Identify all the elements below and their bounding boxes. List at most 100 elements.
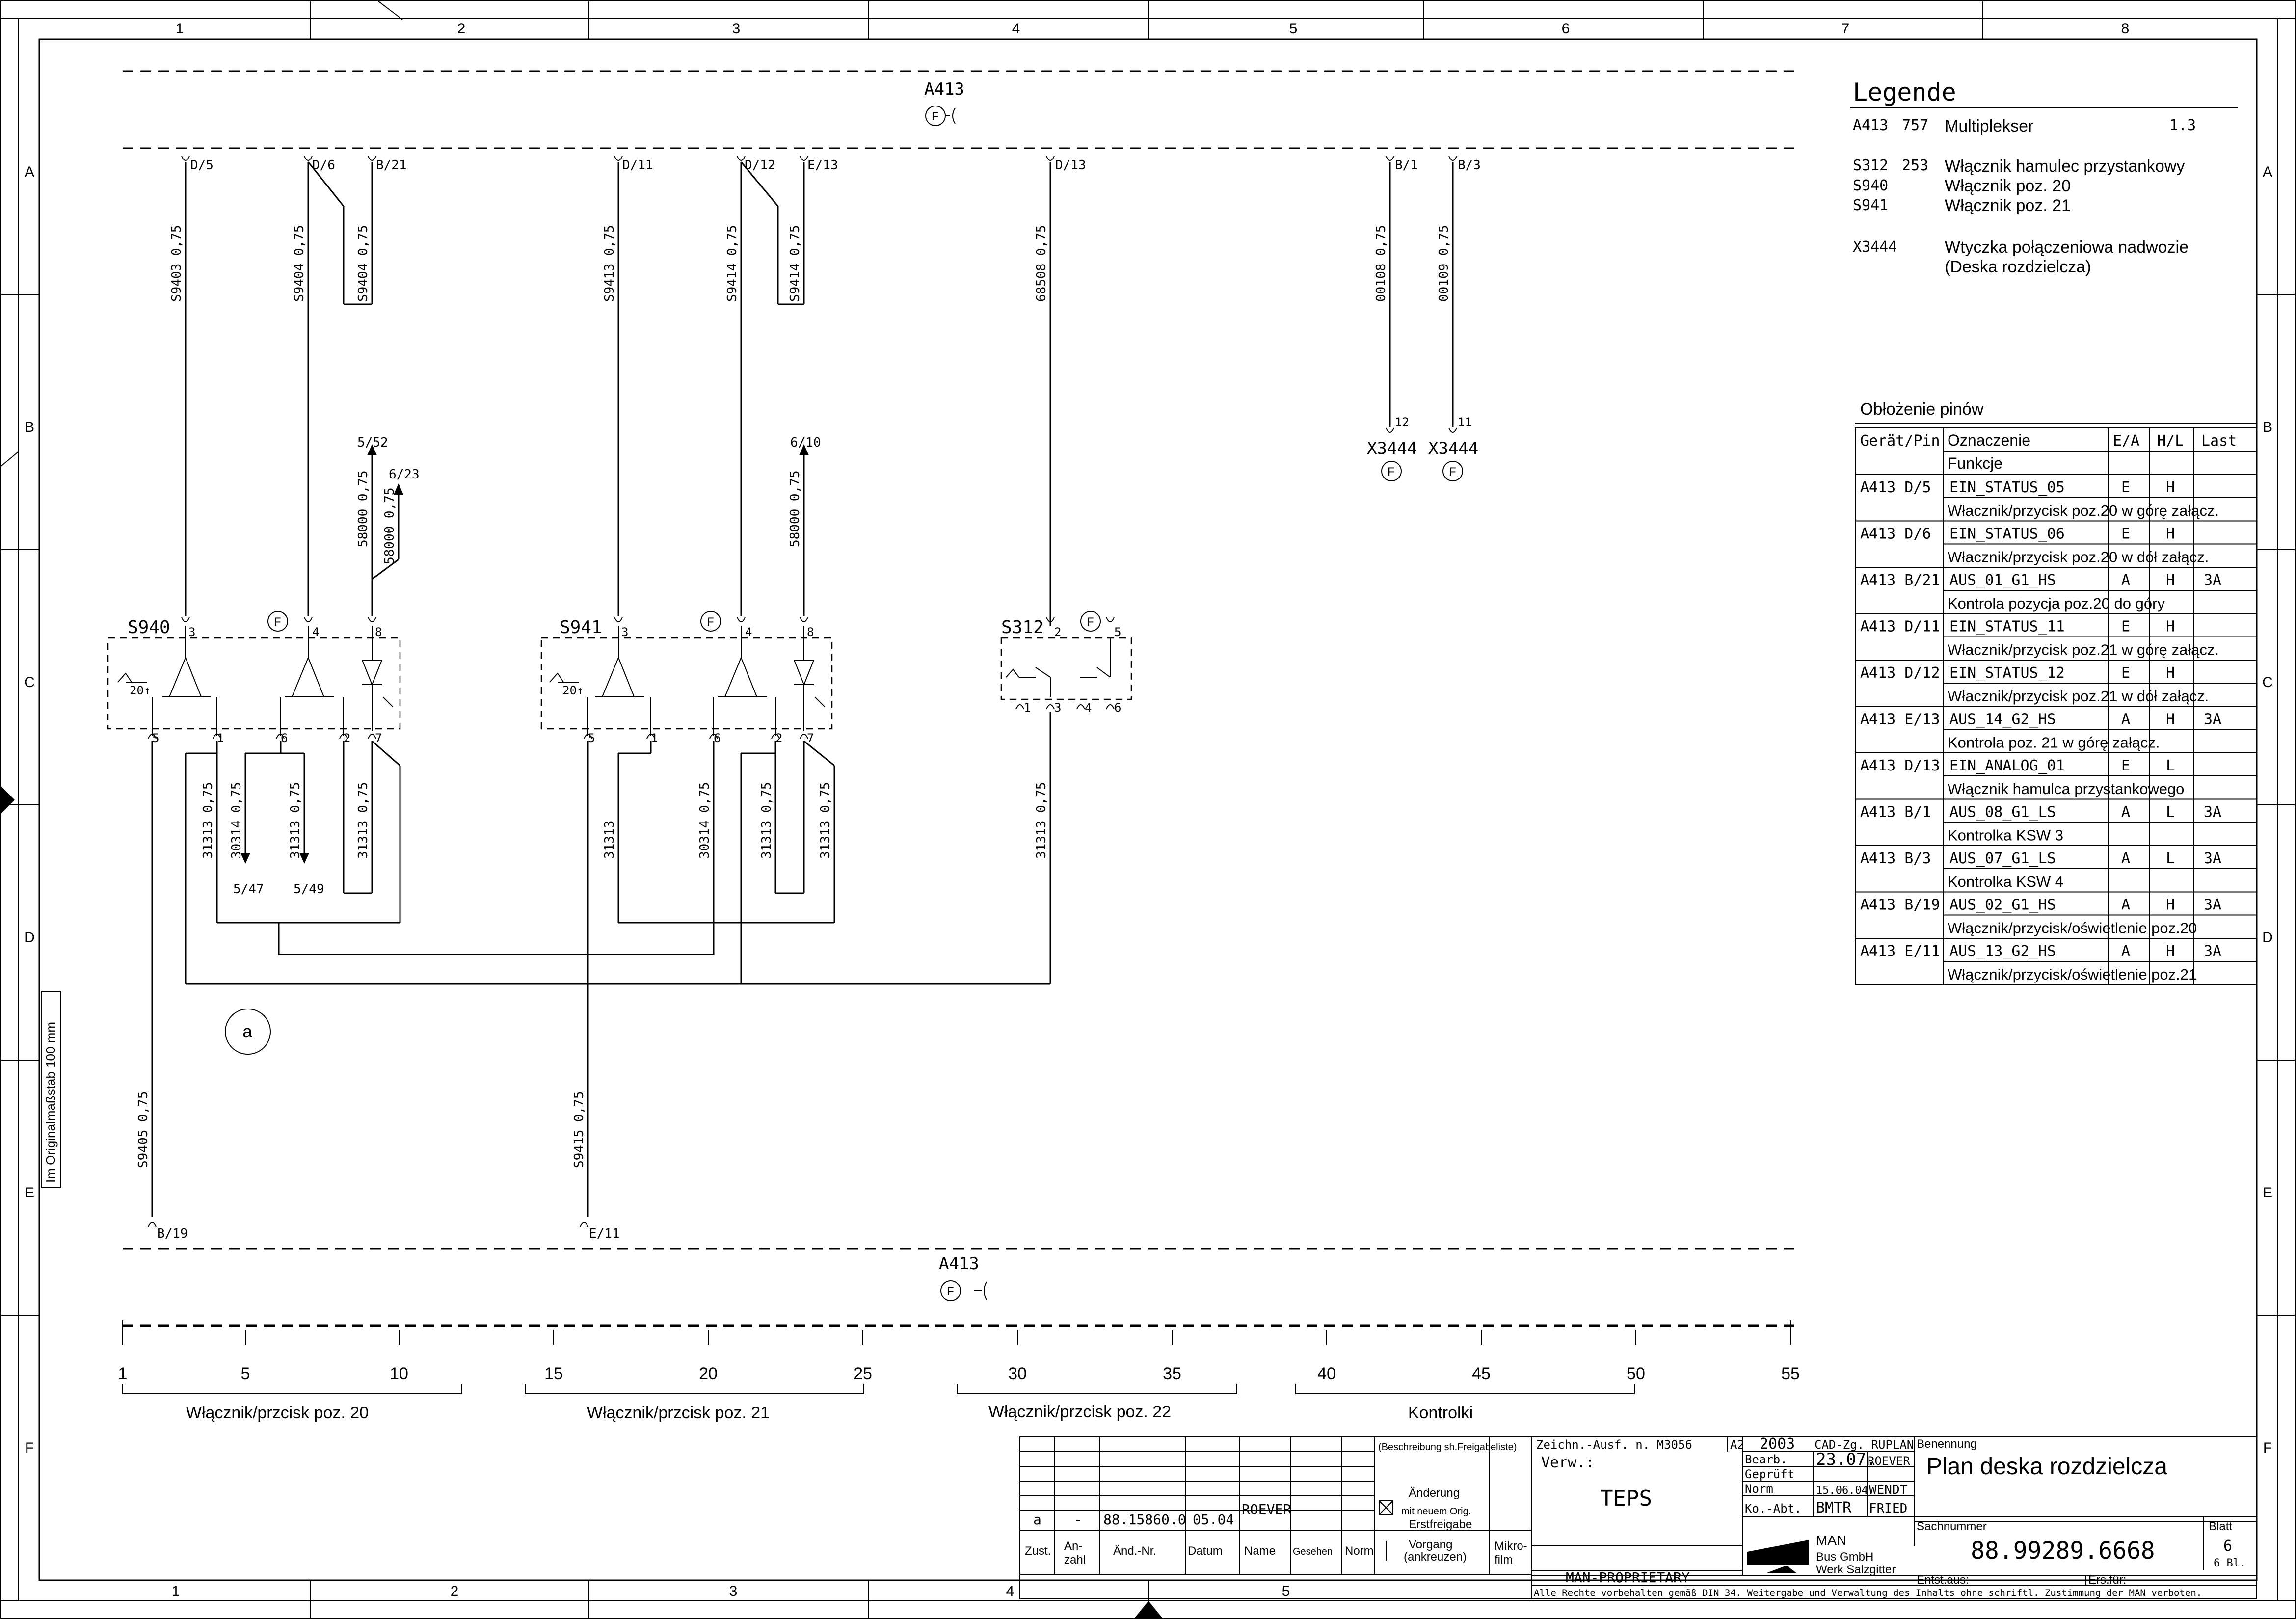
- wire-s9414-b: S9414 0,75: [788, 225, 802, 302]
- pin-b3: B/3: [1458, 158, 1481, 173]
- svg-text:757: 757: [1902, 117, 1928, 134]
- svg-text:55: 55: [1781, 1364, 1800, 1383]
- svg-text:4: 4: [312, 625, 319, 639]
- wire-58000-b: 58000 0,75: [382, 487, 397, 564]
- fold-mark-left: [0, 785, 15, 815]
- row-label-A-right: A: [2263, 164, 2272, 180]
- revision-marker-circle: [225, 1009, 271, 1055]
- pin-row-device: A413 B/21: [1860, 572, 1940, 589]
- pin-d6: D/6: [312, 158, 335, 173]
- wire-31313-a: 31313 0,75: [201, 782, 215, 859]
- pin-row-device: A413 D/5: [1860, 479, 1931, 496]
- pin-row-signal: EIN_STATUS_05: [1949, 479, 2065, 496]
- svg-text:Sachnummer: Sachnummer: [1917, 1520, 1987, 1533]
- svg-text:Benennung: Benennung: [1917, 1437, 1977, 1451]
- svg-text:Last: Last: [2201, 432, 2237, 450]
- wires-top: [185, 161, 1454, 626]
- pin-row-hl: H: [2166, 897, 2175, 914]
- row-label-C: C: [24, 674, 35, 690]
- a413-bottom-label: A413: [939, 1254, 979, 1274]
- svg-text:20↑: 20↑: [130, 684, 151, 697]
- row-label-A: A: [25, 164, 34, 180]
- svg-text:7: 7: [807, 731, 814, 745]
- pin-row-desc: Włacznik/przycisk poz.21 w dół załącz.: [1948, 688, 2209, 705]
- ref-5-52: 5/52: [357, 435, 388, 450]
- ref-5-47: 5/47: [233, 882, 264, 897]
- row-label-D-right: D: [2262, 929, 2273, 946]
- svg-text:H/L: H/L: [2157, 432, 2184, 450]
- switch-s941: S941 F 3 4 8 5 1 6 2 7 20↑: [540, 611, 833, 745]
- pin-row-ea: E: [2121, 618, 2130, 636]
- pin-d11: D/11: [622, 158, 653, 173]
- pin-row-ea: A: [2121, 897, 2130, 914]
- pin-row-ea: A: [2121, 572, 2130, 589]
- pin-row-hl: H: [2166, 664, 2175, 682]
- a413-top-label: A413: [924, 80, 964, 99]
- wire-s9404-a: S9404 0,75: [292, 225, 307, 302]
- svg-text:ROEVER: ROEVER: [1868, 1454, 1910, 1468]
- svg-text:-: -: [1074, 1512, 1082, 1528]
- legend: Legende A413 757 1.3 S312 253 S940 S941 …: [1850, 78, 2238, 276]
- pin-row-desc: Włącznik hamulca przystankowego: [1948, 780, 2184, 797]
- a413-top-f-letter: F: [932, 110, 939, 123]
- svg-text:6: 6: [2223, 1538, 2232, 1555]
- ruler-group-21: Włącznik/przcisk poz. 21: [587, 1404, 770, 1422]
- svg-text:35: 35: [1163, 1364, 1181, 1383]
- pin-row-ea: E: [2121, 479, 2130, 496]
- a413-top-plug-symbol: [945, 107, 956, 124]
- svg-text:Geprüft: Geprüft: [1745, 1467, 1794, 1481]
- svg-text:MAN: MAN: [1816, 1533, 1846, 1548]
- wire-31313-d: 31313: [602, 821, 617, 859]
- scale-note: Im Originalmaßstab 100 mm: [43, 1022, 58, 1183]
- svg-text:Włącznik poz. 20: Włącznik poz. 20: [1945, 177, 2071, 195]
- svg-text:2003: 2003: [1760, 1435, 1795, 1453]
- s940-label: S940: [128, 617, 170, 637]
- svg-text:2: 2: [1054, 625, 1061, 639]
- pin-row-last: 3A: [2204, 711, 2221, 728]
- wire-s9403: S9403 0,75: [169, 225, 184, 302]
- svg-text:Funkcje: Funkcje: [1948, 454, 2002, 472]
- svg-text:F: F: [1087, 615, 1094, 629]
- svg-text:Werk Salzgitter: Werk Salzgitter: [1816, 1563, 1896, 1576]
- pin-row-device: A413 D/12: [1860, 664, 1940, 682]
- col-label-5: 5: [1289, 21, 1298, 37]
- wires-lower: [151, 712, 1051, 1217]
- pin-row-signal: AUS_13_G2_HS: [1949, 943, 2056, 960]
- wires-58000: [367, 444, 809, 616]
- pin-row-hl: L: [2166, 757, 2175, 774]
- pin-d5: D/5: [190, 158, 214, 173]
- svg-text:10: 10: [390, 1364, 408, 1383]
- svg-text:50: 50: [1627, 1364, 1645, 1383]
- col-label-8: 8: [2121, 21, 2130, 37]
- svg-text:15: 15: [544, 1364, 563, 1383]
- svg-text:S312: S312: [1853, 157, 1888, 174]
- svg-text:20↑: 20↑: [562, 684, 584, 697]
- fold-mark-bottom: [1134, 1601, 1163, 1619]
- svg-text:Erstfreigabe: Erstfreigabe: [1409, 1518, 1472, 1531]
- svg-text:MAN: MAN: [1756, 1551, 1785, 1566]
- svg-text:Gerät/Pin: Gerät/Pin: [1860, 432, 1940, 450]
- svg-text:1: 1: [1024, 701, 1031, 715]
- svg-text:mit neuem Orig.: mit neuem Orig.: [1401, 1506, 1471, 1517]
- svg-text:5: 5: [1114, 625, 1121, 639]
- pin-row-ea: A: [2121, 711, 2130, 728]
- svg-text:Multiplekser: Multiplekser: [1945, 117, 2033, 135]
- title-block: a - 88.15860.0 05.04 ROEVER Zust. An- za…: [1019, 1435, 2257, 1599]
- pin-row-ea: E: [2121, 526, 2130, 543]
- revision-marker: a: [242, 1021, 253, 1041]
- svg-text:F: F: [707, 615, 714, 629]
- wire-s9405: S9405 0,75: [136, 1091, 151, 1168]
- pin-row-last: 3A: [2204, 850, 2221, 867]
- svg-text:4: 4: [1085, 701, 1092, 715]
- col-label-1: 1: [176, 21, 184, 37]
- pin-row-signal: EIN_STATUS_11: [1949, 618, 2065, 636]
- wire-31313-g: 31313 0,75: [1034, 782, 1049, 859]
- pin-row-hl: H: [2166, 943, 2175, 960]
- wire-58000-a: 58000 0,75: [356, 470, 371, 547]
- svg-text:7: 7: [375, 731, 382, 745]
- svg-text:BMTR: BMTR: [1816, 1499, 1852, 1516]
- pin-b19: B/19: [157, 1226, 188, 1241]
- part-number: 88.99289.6668: [1971, 1537, 2155, 1565]
- svg-text:Entst.aus:: Entst.aus:: [1917, 1573, 1969, 1587]
- pin-row-desc: Kontrolka KSW 4: [1948, 873, 2063, 890]
